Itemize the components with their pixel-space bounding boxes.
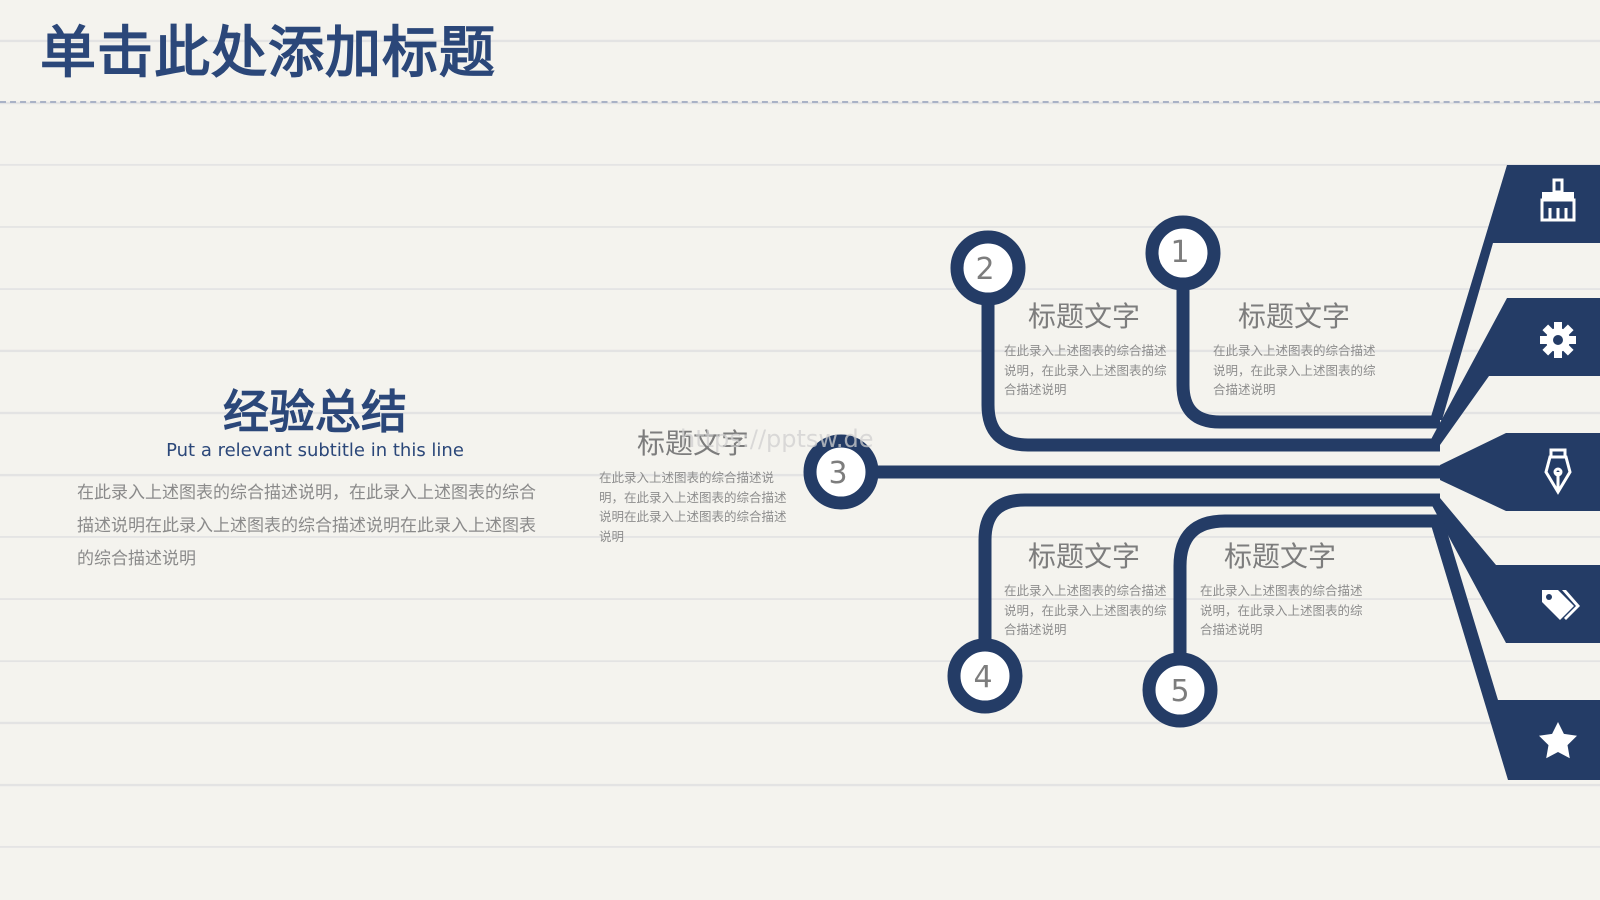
- connector-4: [978, 493, 1440, 676]
- connector-1: [1176, 253, 1440, 429]
- node-desc-2[interactable]: 在此录入上述图表的综合描述说明，在此录入上述图表的综合描述说明: [1004, 343, 1167, 397]
- side-tab-3[interactable]: [1440, 433, 1600, 511]
- node-number-3: 3: [828, 456, 847, 491]
- tags-icon: [1542, 590, 1580, 620]
- node-circle-5[interactable]: [1142, 652, 1218, 728]
- star-icon: [1539, 722, 1577, 759]
- node-title-5[interactable]: 标题文字: [1224, 540, 1337, 573]
- node-title-1[interactable]: 标题文字: [1238, 300, 1351, 333]
- page-title[interactable]: 单击此处添加标题: [40, 21, 496, 86]
- gear-icon: [1540, 322, 1576, 358]
- node-number-2: 2: [975, 252, 994, 287]
- node-number-5: 5: [1170, 674, 1189, 709]
- pen-nib-icon: [1544, 448, 1572, 495]
- summary-subtitle[interactable]: Put a relevant subtitle in this line: [166, 440, 464, 461]
- connector-5: [1173, 514, 1440, 690]
- node-title-4[interactable]: 标题文字: [1028, 540, 1141, 573]
- title-divider: [0, 101, 1600, 103]
- side-tab-1[interactable]: [1430, 165, 1600, 420]
- node-number-4: 4: [973, 660, 992, 695]
- watermark: https://pptsw.de: [680, 425, 874, 453]
- node-circles: [803, 215, 1221, 728]
- node-numbers: 1 2 3 4 5: [828, 235, 1189, 709]
- summary-body[interactable]: 在此录入上述图表的综合描述说明，在此录入上述图表的综合描述说明在此录入上述图表的…: [77, 483, 536, 569]
- node-desc-5[interactable]: 在此录入上述图表的综合描述说明，在此录入上述图表的综合描述说明: [1200, 583, 1363, 637]
- side-tab-5[interactable]: [1428, 515, 1600, 780]
- node-desc-4[interactable]: 在此录入上述图表的综合描述说明，在此录入上述图表的综合描述说明: [1004, 583, 1167, 637]
- node-circle-2[interactable]: [950, 230, 1026, 306]
- connectors: [835, 253, 1445, 690]
- node-circle-1[interactable]: [1145, 215, 1221, 291]
- node-desc-3[interactable]: 在此录入上述图表的综合描述说明，在此录入上述图表的综合描述说明在此录入上述图表的…: [599, 470, 787, 544]
- node-title-3[interactable]: 标题文字: [637, 427, 750, 460]
- summary-title[interactable]: 经验总结: [223, 385, 407, 439]
- connector-2: [981, 268, 1440, 452]
- node-title-2[interactable]: 标题文字: [1028, 300, 1141, 333]
- node-desc-1[interactable]: 在此录入上述图表的综合描述说明，在此录入上述图表的综合描述说明: [1213, 343, 1376, 397]
- node-circle-3[interactable]: [803, 434, 879, 510]
- node-circle-4[interactable]: [947, 638, 1023, 714]
- node-number-1: 1: [1170, 235, 1189, 270]
- side-tabs: [1428, 165, 1600, 780]
- brush-icon: [1540, 178, 1576, 222]
- tab-icons: [1539, 178, 1580, 759]
